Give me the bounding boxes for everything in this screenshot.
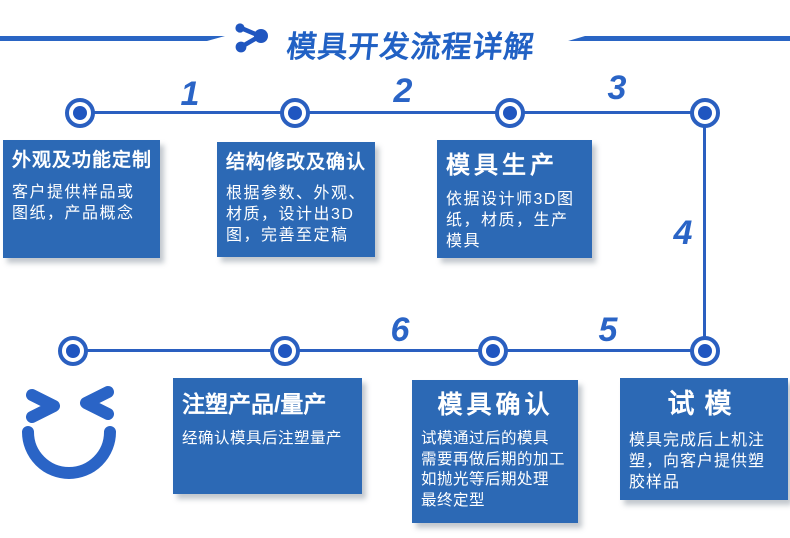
page-title: 模具开发流程详解: [284, 31, 537, 64]
share-nodes-icon: [232, 20, 270, 56]
header-right-rule: [563, 36, 790, 41]
process-box-mold-confirmation: 模具确认 试模通过后的模具 需要再做后期的加工 如抛光等后期处理 最终定型: [412, 380, 578, 523]
flow-node: [280, 98, 310, 128]
step-number-4: 4: [673, 214, 693, 252]
flow-node: [270, 336, 300, 366]
step-number-5: 5: [598, 311, 618, 349]
process-box-appearance-customization: 外观及功能定制 客户提供样品或 图纸，产品概念: [3, 140, 160, 258]
step-number-6: 6: [390, 311, 410, 349]
flow-node: [58, 336, 88, 366]
step-number-1: 1: [180, 75, 200, 113]
process-box-mold-production: 模具生产 依据设计师3D图 纸，材质，生产 模具: [437, 140, 592, 258]
box-title: 结构修改及确认: [226, 152, 367, 173]
flow-node: [65, 98, 95, 128]
box-body: 根据参数、外观、 材质，设计出3D 图，完善至定稿: [226, 184, 367, 244]
header-left-rule: [0, 36, 225, 41]
process-box-trial-mold: 试模 模具完成后上机注 塑，向客户提供塑 胶样品: [620, 378, 788, 500]
box-title: 外观及功能定制: [12, 150, 153, 171]
flow-node: [690, 336, 720, 366]
step-number-2: 2: [393, 72, 413, 110]
winking-smiley-icon: [20, 382, 120, 488]
flow-node: [690, 98, 720, 128]
process-box-structure-confirmation: 结构修改及确认 根据参数、外观、 材质，设计出3D 图，完善至定稿: [217, 142, 375, 257]
flow-line-top: [80, 111, 705, 114]
flow-node: [478, 336, 508, 366]
box-body: 试模通过后的模具 需要再做后期的加工 如抛光等后期处理 最终定型: [421, 430, 566, 509]
box-body: 客户提供样品或 图纸，产品概念: [12, 183, 135, 222]
box-title: 注塑产品/量产: [182, 391, 327, 417]
flow-line-vertical: [703, 112, 706, 351]
flow-line-bottom: [73, 349, 705, 352]
box-title: 试模: [667, 389, 742, 419]
box-body: 依据设计师3D图 纸，材质，生产 模具: [446, 191, 575, 251]
box-title: 模具生产: [446, 152, 558, 179]
process-box-mass-production: 注塑产品/量产 经确认模具后注塑量产: [173, 378, 362, 494]
box-body: 模具完成后上机注 塑，向客户提供塑 胶样品: [629, 431, 766, 491]
flow-node: [495, 98, 525, 128]
step-number-3: 3: [607, 69, 627, 107]
box-body: 经确认模具后注塑量产: [182, 429, 343, 447]
box-title: 模具确认: [437, 391, 554, 419]
